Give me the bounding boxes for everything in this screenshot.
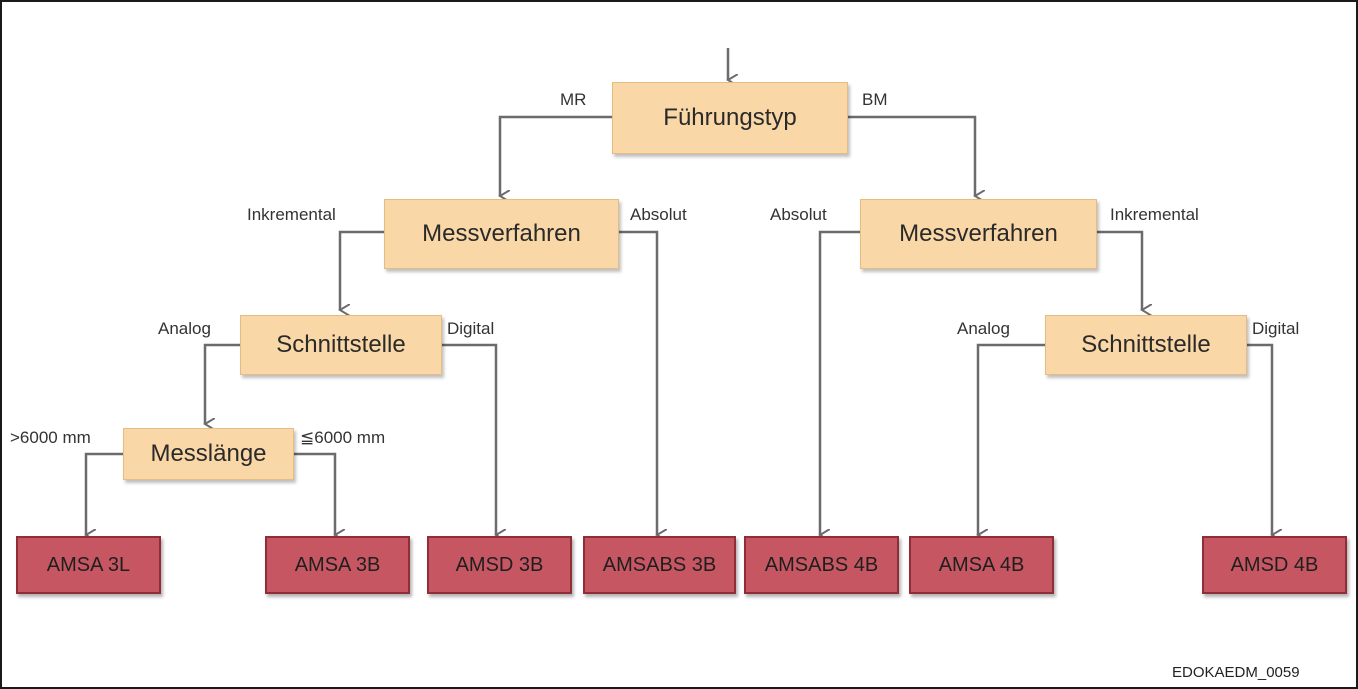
edge-mr-analog (205, 343, 240, 424)
node-schnittstelle-bm: Schnittstelle (1045, 315, 1247, 375)
edge-mr-inkremental (340, 230, 384, 310)
edge-label-mr: MR (560, 90, 587, 109)
edge-bm-absolut (820, 230, 860, 535)
product-amsa-3b: AMSA 3B (265, 536, 410, 594)
product-amsa-4b: AMSA 4B (909, 536, 1054, 594)
edge-bm-analog (978, 343, 1045, 535)
edge-label-mr-inkremental: Inkremental (247, 205, 336, 224)
product-amsd-4b: AMSD 4B (1202, 536, 1347, 594)
edge-mr-absolut (617, 230, 657, 535)
edge-bm (846, 115, 975, 196)
edge-label-mr-analog: Analog (158, 319, 211, 338)
edge-label-bm-absolut: Absolut (770, 205, 827, 224)
edge-label-bm-digital: Digital (1252, 319, 1300, 338)
figure-code: EDOKAEDM_0059 (1172, 664, 1300, 681)
edge-label-mr-absolut: Absolut (630, 205, 687, 224)
edge-label-gt6000: >6000 mm (10, 428, 91, 447)
edge-mr-digital (440, 343, 496, 535)
edge-le6000 (292, 452, 335, 535)
edge-label-mr-digital: Digital (447, 319, 495, 338)
edge-label-bm: BM (862, 90, 888, 109)
edge-label-bm-inkremental: Inkremental (1110, 205, 1199, 224)
node-messverfahren-mr: Messverfahren (384, 199, 619, 269)
edge-bm-inkremental (1095, 230, 1142, 310)
product-amsabs-4b: AMSABS 4B (744, 536, 899, 594)
product-amsd-3b: AMSD 3B (427, 536, 572, 594)
node-messlaenge: Messlänge (123, 428, 294, 480)
node-fuehrungstyp: Führungstyp (612, 82, 848, 154)
node-messverfahren-bm: Messverfahren (860, 199, 1097, 269)
edge-label-bm-analog: Analog (957, 319, 1010, 338)
edge-mr (500, 115, 612, 196)
product-amsabs-3b: AMSABS 3B (583, 536, 736, 594)
edge-label-le6000: ≦6000 mm (300, 428, 386, 447)
product-amsa-3l: AMSA 3L (16, 536, 161, 594)
node-schnittstelle-mr: Schnittstelle (240, 315, 442, 375)
edge-gt6000 (86, 452, 123, 535)
edge-bm-digital (1245, 343, 1272, 535)
